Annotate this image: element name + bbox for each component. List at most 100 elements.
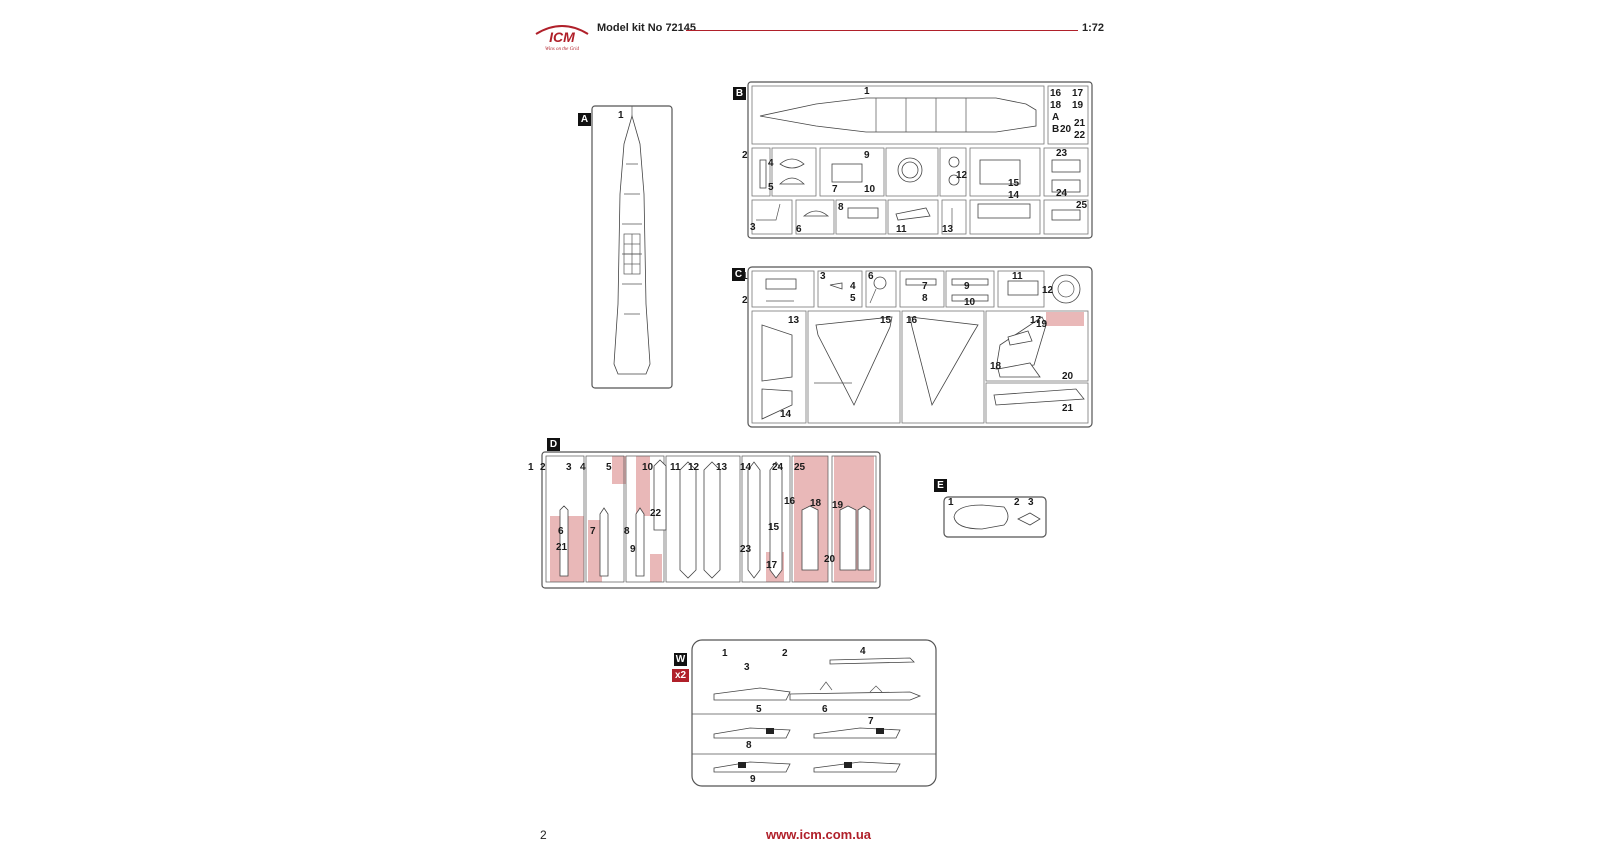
sprue-w: 1 2 3 4 5 6 7 8 9: [691, 639, 937, 787]
svg-text:18: 18: [810, 498, 822, 509]
svg-text:12: 12: [688, 462, 700, 473]
svg-text:13: 13: [788, 315, 800, 326]
svg-text:15: 15: [1008, 178, 1020, 189]
svg-text:24: 24: [772, 462, 784, 473]
sprue-a: 1: [591, 105, 673, 389]
svg-text:9: 9: [964, 281, 970, 292]
sprue-c: 1 2 3 4 5 6 7 8 9 10 11 12 13 14 15 16 1…: [742, 266, 1093, 428]
website-link[interactable]: www.icm.com.ua: [766, 827, 871, 842]
sprue-b-letter: B: [733, 87, 746, 100]
svg-text:19: 19: [1036, 319, 1048, 330]
svg-text:4: 4: [580, 462, 586, 473]
svg-text:19: 19: [1072, 100, 1084, 111]
svg-text:21: 21: [1074, 118, 1086, 129]
sprue-a-letter: A: [578, 113, 591, 126]
kit-scale: 1:72: [1082, 22, 1105, 34]
svg-text:2: 2: [742, 150, 748, 161]
svg-text:2: 2: [540, 462, 546, 473]
header-rule: [686, 30, 1078, 31]
svg-text:1: 1: [618, 110, 624, 121]
page-number: 2: [540, 828, 547, 842]
svg-text:9: 9: [864, 150, 870, 161]
sprue-d-letter: D: [547, 438, 560, 451]
svg-text:19: 19: [832, 500, 844, 511]
svg-text:1: 1: [722, 648, 728, 659]
svg-text:22: 22: [1074, 130, 1086, 141]
svg-text:21: 21: [556, 542, 568, 553]
svg-text:10: 10: [642, 462, 654, 473]
svg-text:17: 17: [1072, 88, 1084, 99]
svg-text:6: 6: [796, 224, 802, 235]
svg-text:3: 3: [820, 271, 826, 282]
svg-text:24: 24: [1056, 188, 1068, 199]
svg-text:3: 3: [750, 222, 756, 233]
svg-text:14: 14: [1008, 190, 1020, 201]
svg-text:4: 4: [768, 158, 774, 169]
svg-text:2: 2: [782, 648, 788, 659]
svg-text:1: 1: [948, 497, 954, 508]
svg-text:14: 14: [780, 409, 792, 420]
logo-text: ICM: [549, 29, 575, 45]
svg-text:7: 7: [868, 716, 874, 727]
svg-text:8: 8: [746, 740, 752, 751]
svg-text:25: 25: [1076, 200, 1088, 211]
logo-tagline: Wins on the Grid: [545, 47, 580, 52]
svg-text:18: 18: [990, 361, 1002, 372]
svg-text:11: 11: [896, 224, 907, 235]
svg-text:7: 7: [590, 526, 596, 537]
svg-text:5: 5: [850, 293, 856, 304]
sprue-b: 1 16 17 18 19 A B 20 21 22: [742, 81, 1093, 239]
svg-text:14: 14: [740, 462, 752, 473]
svg-text:8: 8: [838, 202, 844, 213]
kit-title: Model kit No 72145: [597, 22, 697, 34]
sprue-e: 1 2 3: [943, 496, 1047, 538]
svg-text:6: 6: [868, 271, 874, 282]
svg-text:9: 9: [630, 544, 636, 555]
svg-text:16: 16: [784, 496, 796, 507]
svg-text:5: 5: [756, 704, 762, 715]
svg-text:20: 20: [824, 554, 836, 565]
svg-text:20: 20: [1062, 371, 1074, 382]
sprue-w-letter: W: [674, 653, 687, 666]
svg-text:10: 10: [864, 184, 876, 195]
svg-text:2: 2: [742, 295, 748, 306]
svg-text:B: B: [1052, 124, 1059, 135]
sprue-d: 1 2 3 4 5 6 7 8 9 10 11 12 13 14 15 16 1…: [528, 451, 881, 589]
svg-text:3: 3: [744, 662, 750, 673]
svg-text:2: 2: [1014, 497, 1020, 508]
svg-text:6: 6: [822, 704, 828, 715]
svg-text:15: 15: [768, 522, 780, 533]
svg-text:17: 17: [1030, 315, 1042, 326]
svg-text:8: 8: [624, 526, 630, 537]
svg-text:16: 16: [906, 315, 918, 326]
svg-text:9: 9: [750, 774, 756, 785]
svg-text:22: 22: [650, 508, 662, 519]
svg-text:7: 7: [832, 184, 838, 195]
svg-text:12: 12: [1042, 285, 1054, 296]
svg-text:1: 1: [528, 462, 534, 473]
svg-text:4: 4: [860, 646, 866, 657]
svg-text:7: 7: [922, 281, 928, 292]
svg-text:25: 25: [794, 462, 806, 473]
svg-text:1: 1: [742, 271, 748, 282]
svg-text:8: 8: [922, 293, 928, 304]
svg-text:11: 11: [670, 462, 681, 473]
svg-text:3: 3: [566, 462, 572, 473]
svg-text:10: 10: [964, 297, 976, 308]
svg-text:23: 23: [740, 544, 752, 555]
sprue-c-letter: C: [732, 268, 745, 281]
svg-text:23: 23: [1056, 148, 1068, 159]
svg-text:11: 11: [1012, 271, 1023, 282]
svg-text:21: 21: [1062, 403, 1074, 414]
svg-text:6: 6: [558, 526, 564, 537]
sprue-e-letter: E: [934, 479, 947, 492]
svg-text:15: 15: [880, 315, 892, 326]
svg-text:18: 18: [1050, 100, 1062, 111]
svg-text:1: 1: [864, 86, 870, 97]
svg-text:4: 4: [850, 281, 856, 292]
svg-text:12: 12: [956, 170, 968, 181]
svg-text:20: 20: [1060, 124, 1072, 135]
sprue-w-quantity: x2: [672, 669, 689, 682]
icm-logo: ICM Wins on the Grid: [535, 25, 589, 52]
